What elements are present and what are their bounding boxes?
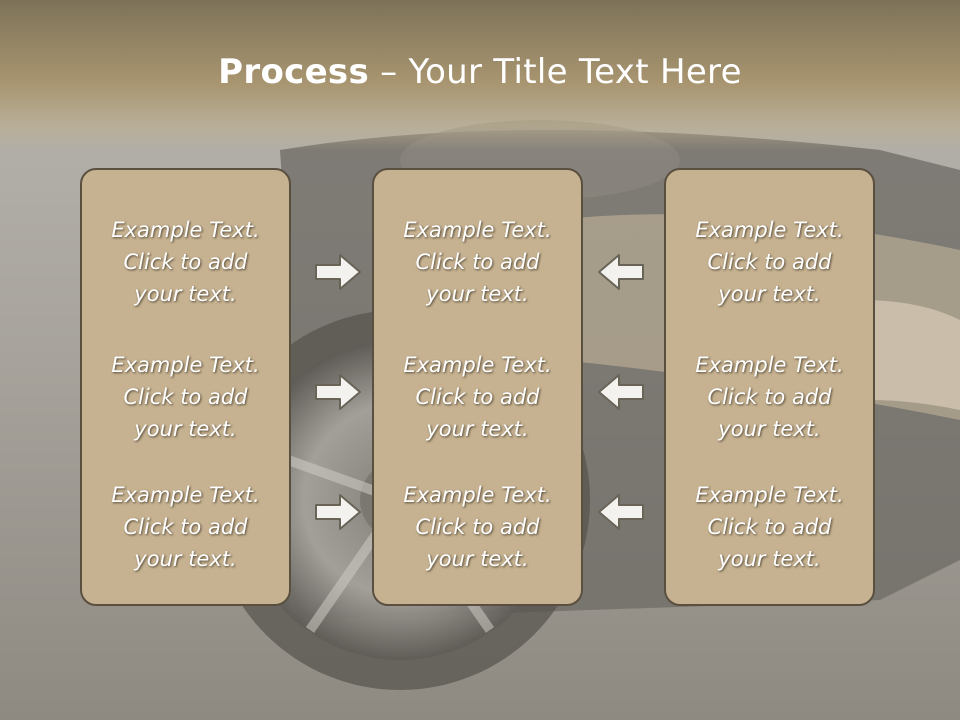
text-line: Click to add xyxy=(123,515,248,539)
process-box-right[interactable]: Example Text. Click to add your text. Ex… xyxy=(664,168,875,606)
arrow-left-icon xyxy=(598,374,644,410)
text-line: Example Text. xyxy=(403,218,552,242)
text-line: Example Text. xyxy=(111,353,260,377)
process-box-left[interactable]: Example Text. Click to add your text. Ex… xyxy=(80,168,291,606)
text-line: Click to add xyxy=(707,250,832,274)
text-line: Click to add xyxy=(707,515,832,539)
text-line: your text. xyxy=(718,282,821,306)
text-item[interactable]: Example Text. Click to add your text. xyxy=(82,349,289,445)
text-line: Example Text. xyxy=(403,483,552,507)
title-band xyxy=(0,0,960,150)
text-line: your text. xyxy=(426,417,529,441)
text-item[interactable]: Example Text. Click to add your text. xyxy=(374,214,581,310)
text-item[interactable]: Example Text. Click to add your text. xyxy=(374,479,581,575)
text-line: Click to add xyxy=(415,385,540,409)
text-item[interactable]: Example Text. Click to add your text. xyxy=(82,214,289,310)
text-line: your text. xyxy=(134,282,237,306)
text-line: Example Text. xyxy=(111,483,260,507)
text-line: Example Text. xyxy=(695,353,844,377)
arrow-right-icon xyxy=(315,494,361,530)
arrow-left-icon xyxy=(598,494,644,530)
text-line: Click to add xyxy=(123,385,248,409)
text-line: your text. xyxy=(426,282,529,306)
text-item[interactable]: Example Text. Click to add your text. xyxy=(666,479,873,575)
text-item[interactable]: Example Text. Click to add your text. xyxy=(82,479,289,575)
text-line: your text. xyxy=(718,547,821,571)
title-rest: – Your Title Text Here xyxy=(369,52,742,92)
process-box-center[interactable]: Example Text. Click to add your text. Ex… xyxy=(372,168,583,606)
arrow-right-icon xyxy=(315,254,361,290)
arrow-left-icon xyxy=(598,254,644,290)
text-line: Example Text. xyxy=(403,353,552,377)
arrow-right-icon xyxy=(315,374,361,410)
text-line: your text. xyxy=(718,417,821,441)
text-line: your text. xyxy=(134,547,237,571)
text-line: Example Text. xyxy=(695,218,844,242)
text-item[interactable]: Example Text. Click to add your text. xyxy=(666,214,873,310)
text-line: Example Text. xyxy=(111,218,260,242)
text-line: Click to add xyxy=(707,385,832,409)
title-bold-word: Process xyxy=(218,52,370,92)
text-item[interactable]: Example Text. Click to add your text. xyxy=(374,349,581,445)
text-item[interactable]: Example Text. Click to add your text. xyxy=(666,349,873,445)
text-line: your text. xyxy=(134,417,237,441)
text-line: Click to add xyxy=(415,250,540,274)
text-line: Click to add xyxy=(123,250,248,274)
slide-title[interactable]: Process – Your Title Text Here xyxy=(0,52,960,92)
text-line: Example Text. xyxy=(695,483,844,507)
text-line: your text. xyxy=(426,547,529,571)
text-line: Click to add xyxy=(415,515,540,539)
